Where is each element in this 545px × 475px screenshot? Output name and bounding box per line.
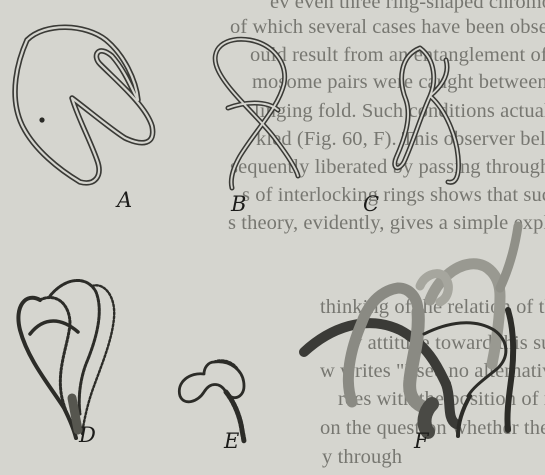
figure-label-d: D bbox=[79, 423, 96, 447]
figure-label-e: E bbox=[224, 429, 239, 453]
figure-label-f: F bbox=[414, 429, 429, 453]
figure-label-c: C bbox=[363, 192, 379, 216]
figure-c-outline-chromosome bbox=[395, 48, 459, 182]
figure-label-b: B bbox=[231, 192, 246, 216]
figure-b-outline-chromosome bbox=[215, 39, 298, 188]
figure-f-shaded-chromosomes bbox=[304, 226, 518, 436]
figure-a-outline-chromosome bbox=[15, 27, 153, 183]
figure-d-beaded-chromosome bbox=[18, 280, 114, 438]
figure-label-a: A bbox=[117, 188, 132, 212]
